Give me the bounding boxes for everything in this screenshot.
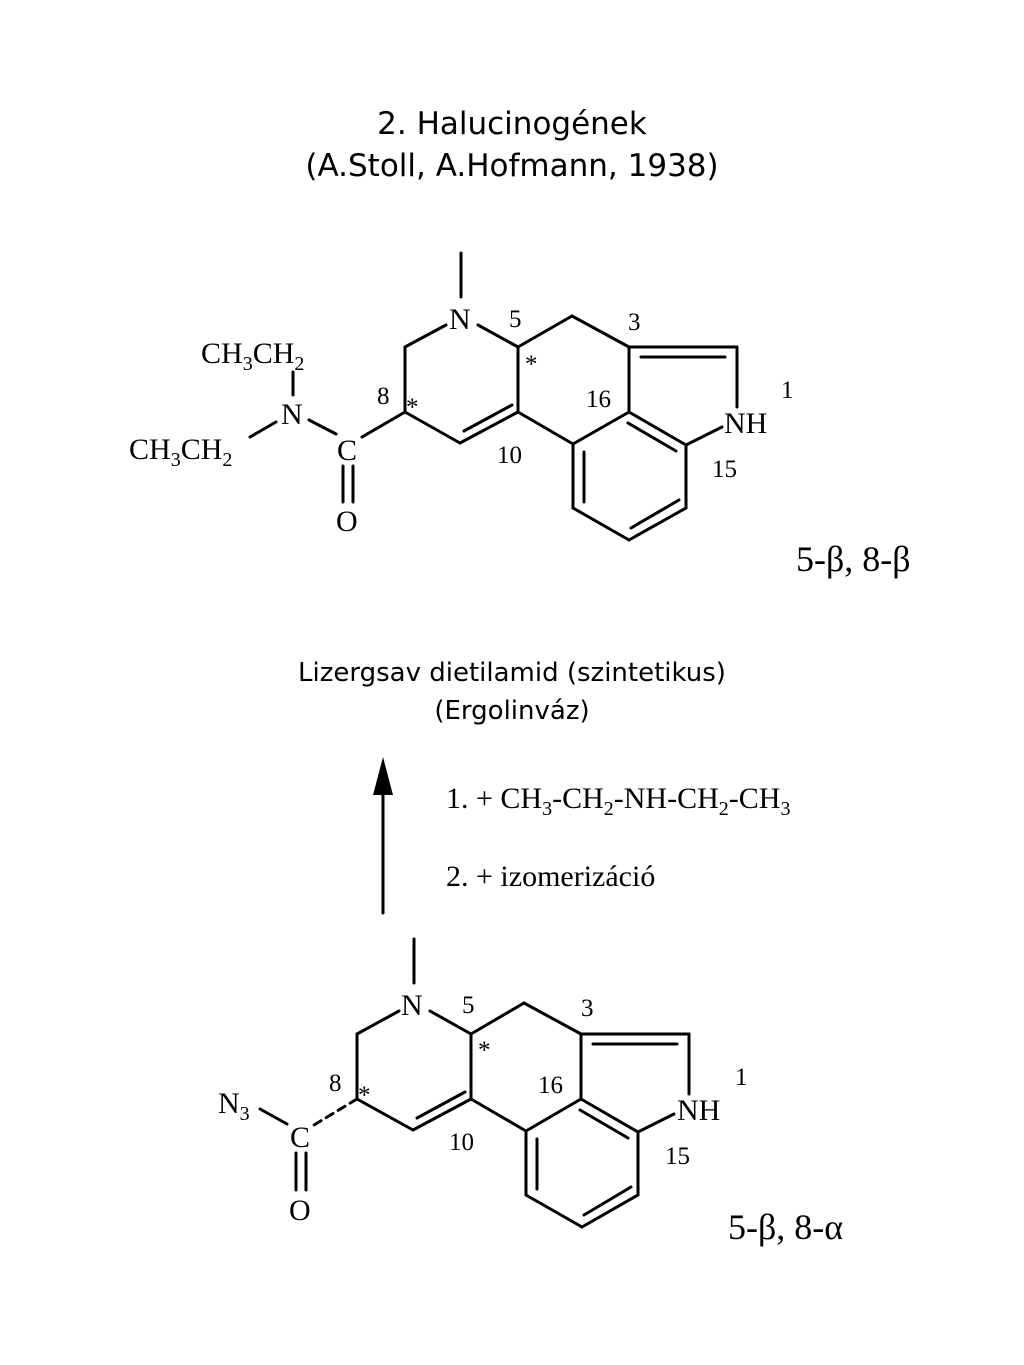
bond-c5-c4 xyxy=(516,314,574,349)
lsd-structure: N NH N C O CH3CH2 CH3CH2 5 3 1 8 16 10 1… xyxy=(129,251,911,579)
bond-c15-c16 xyxy=(627,410,688,447)
bond-c12-c13 xyxy=(524,1193,584,1229)
atom-amide-n: N xyxy=(281,398,303,431)
slide-title: 2. Halucinogének xyxy=(377,106,647,142)
bond-c12-c13 xyxy=(571,506,631,542)
stereo-mark-c5: * xyxy=(525,351,538,378)
atom-n6: N xyxy=(449,303,471,336)
atom-nh: NH xyxy=(677,1094,720,1127)
locant-15: 15 xyxy=(665,1143,690,1170)
bond-c5-n6 xyxy=(428,1009,473,1036)
bond-c9-c10-double xyxy=(415,1090,467,1120)
bond-c13-c14-double xyxy=(629,498,681,530)
atom-carbonyl-c: C xyxy=(290,1121,310,1154)
bond-n1-c15 xyxy=(636,1112,676,1134)
locant-1: 1 xyxy=(781,377,794,404)
configuration-top: 5-β, 8-β xyxy=(796,539,911,579)
stereo-mark-c5: * xyxy=(478,1037,491,1064)
atom-nh: NH xyxy=(724,407,767,440)
bond-c11-c16 xyxy=(571,410,631,446)
atom-carbonyl-o: O xyxy=(289,1194,311,1227)
bond-c9-c10 xyxy=(411,1097,473,1132)
locant-1: 1 xyxy=(735,1064,748,1091)
bond-c5-n6 xyxy=(476,323,520,349)
slide-subtitle: (A.Stoll, A.Hofmann, 1938) xyxy=(305,148,719,184)
skeleton-name: (Ergolinváz) xyxy=(434,696,590,726)
bond-c11-c16 xyxy=(524,1097,583,1133)
atom-carbonyl-c: C xyxy=(337,434,357,467)
ethyl-lower-label: CH3CH2 xyxy=(129,433,232,471)
locant-3: 3 xyxy=(628,309,641,336)
azide-structure: N NH C O N3 5 3 1 8 16 10 15 * * 5-β, 8-… xyxy=(218,937,843,1247)
locant-15: 15 xyxy=(712,456,737,483)
bond-c10-c11 xyxy=(469,1097,528,1133)
bond-c13-c14 xyxy=(627,506,688,542)
bond-n6-c7 xyxy=(355,1009,401,1036)
configuration-bottom: 5-β, 8-α xyxy=(728,1207,843,1247)
bond-n6-c7 xyxy=(403,323,448,349)
stereo-mark-c8: * xyxy=(406,394,419,421)
reagent-step-2: 2. + izomerizáció xyxy=(446,860,655,893)
bond-c15-c16 xyxy=(579,1097,640,1134)
bond-c5-c4 xyxy=(469,1001,526,1036)
azide-label: N3 xyxy=(218,1087,250,1125)
reagent-step-1: 1. + CH3-CH2-NH-CH2-CH3 xyxy=(446,782,790,820)
locant-8: 8 xyxy=(377,383,390,410)
bond-c9-c10-double xyxy=(462,403,514,433)
lsd-bonds xyxy=(248,251,739,542)
atom-carbonyl-o: O xyxy=(336,505,358,538)
azide-bonds xyxy=(258,937,691,1229)
arrow-head xyxy=(373,757,393,795)
bond-c15-c16-double xyxy=(626,421,678,453)
bond-c-amide-n xyxy=(307,418,338,436)
bond-c9-c10 xyxy=(458,410,520,445)
bond-c15-c16-double xyxy=(578,1108,630,1140)
stereo-mark-c8: * xyxy=(358,1082,371,1109)
bond-c4-c3a xyxy=(570,314,631,349)
locant-5: 5 xyxy=(509,306,522,333)
ethyl-upper-label: CH3CH2 xyxy=(201,337,304,375)
bond-c13-c14 xyxy=(580,1193,640,1229)
locant-10: 10 xyxy=(449,1129,474,1156)
locant-5: 5 xyxy=(462,992,475,1019)
reaction-arrow xyxy=(373,757,393,915)
bond-c8-c9 xyxy=(403,410,462,445)
locant-10: 10 xyxy=(497,442,522,469)
bond-c13-c14-double xyxy=(582,1185,633,1217)
bond-c10-c11 xyxy=(516,410,575,446)
bond-c8-c9 xyxy=(355,1097,415,1132)
atom-n6: N xyxy=(401,989,423,1022)
locant-3: 3 xyxy=(581,995,594,1022)
bond-c4-c3a xyxy=(522,1001,583,1036)
bond-amide-n-ethyl-lower xyxy=(248,420,278,439)
locant-16: 16 xyxy=(586,386,611,413)
bond-n1-c15 xyxy=(684,425,724,447)
compound-name: Lizergsav dietilamid (szintetikus) xyxy=(298,658,726,688)
locant-8: 8 xyxy=(329,1070,342,1097)
bond-c8-carbonyl xyxy=(360,410,407,439)
locant-16: 16 xyxy=(538,1072,563,1099)
bond-c8-carbonyl-dashed xyxy=(312,1097,359,1127)
bond-c-azide xyxy=(258,1107,289,1126)
